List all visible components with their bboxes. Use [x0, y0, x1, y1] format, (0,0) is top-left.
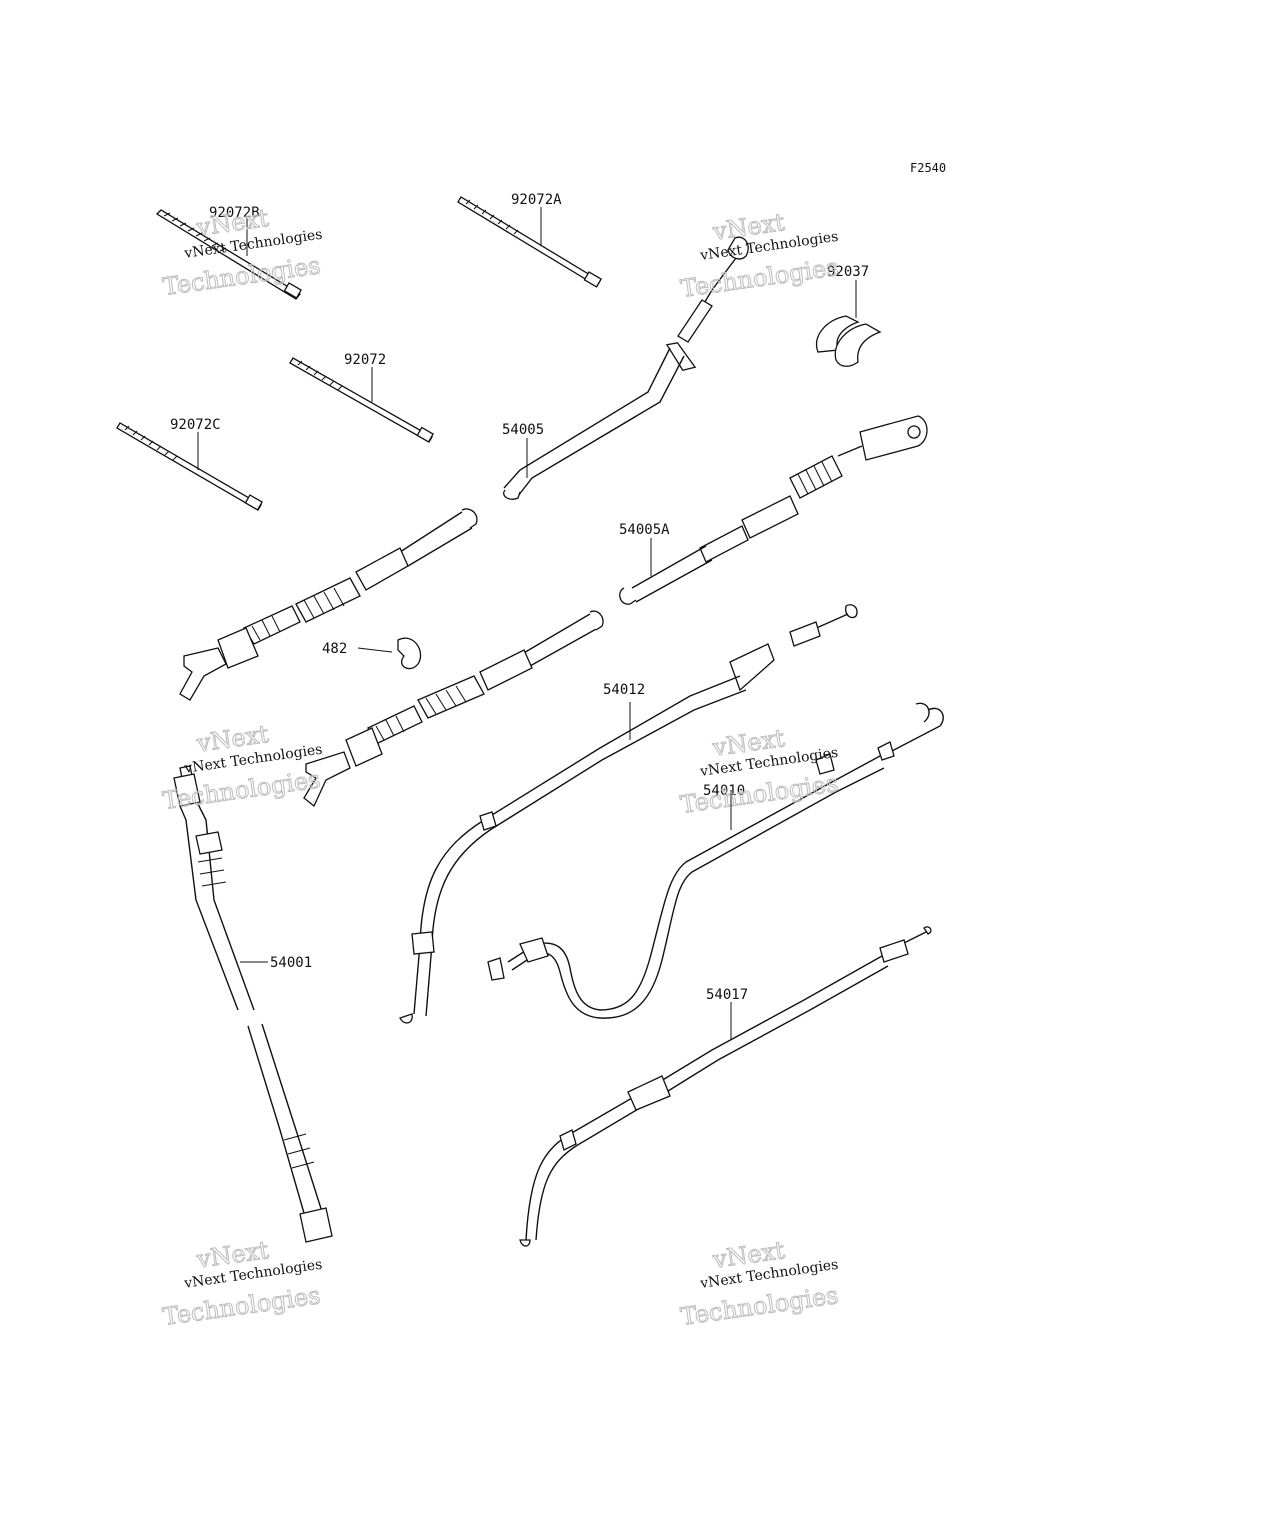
cable-54017 [519, 926, 932, 1247]
watermark-bottom-left: vNext vNext Technologies Technologies [160, 1235, 323, 1331]
cable-54012 [399, 604, 858, 1024]
cable-tie-92072b [155, 209, 302, 300]
part-label-54012: 54012 [603, 682, 645, 698]
part-label-92072a: 92072A [511, 192, 562, 208]
clamp-92037 [816, 280, 882, 367]
cable-54001 [173, 765, 333, 1243]
cable-54010 [487, 702, 944, 1019]
part-label-54005a: 54005A [619, 522, 670, 538]
part-label-92072: 92072 [344, 352, 386, 368]
watermark-top-right: vNext vNext Technologies Technologies [678, 208, 840, 304]
diagram-code: F2540 [910, 161, 946, 175]
cable-tie-92072 [289, 357, 434, 443]
watermark-mid-left: vNext vNext Technologies Technologies [160, 719, 323, 815]
e-ring-482 [357, 637, 422, 670]
watermark-bottom-right: vNext vNext Technologies Technologies [678, 1236, 840, 1332]
part-label-54001: 54001 [270, 955, 312, 971]
part-label-92037: 92037 [827, 264, 869, 280]
part-label-54017: 54017 [706, 987, 748, 1003]
part-label-54005: 54005 [502, 422, 544, 438]
cable-tie-92072c [116, 422, 263, 511]
cable-54005a [619, 415, 928, 605]
part-label-54010: 54010 [703, 783, 745, 799]
part-label-92072b: 92072B [209, 205, 260, 221]
brake-cable-right [303, 610, 604, 808]
cable-tie-92072a [457, 196, 602, 288]
cable-54005 [503, 236, 749, 500]
part-label-92072c: 92072C [170, 417, 221, 433]
watermark-top-left: vNext vNext Technologies Technologies [161, 203, 324, 301]
part-label-482: 482 [322, 641, 347, 657]
brake-cable-left [179, 508, 478, 701]
